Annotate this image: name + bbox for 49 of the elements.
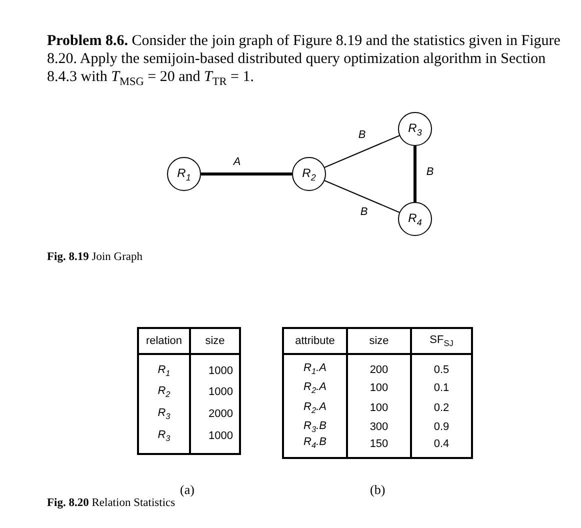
connector-line xyxy=(324,180,400,213)
connector-line xyxy=(324,135,400,168)
node-label: R$_{3}$ xyxy=(408,120,422,138)
node-label: R$_{2}$ xyxy=(302,166,316,182)
figure-caption: Fig. 8.19 Join Graph xyxy=(47,251,143,263)
table-value: 0.2 xyxy=(434,402,450,414)
table-value: 0.9 xyxy=(434,421,450,433)
relation-circle xyxy=(292,157,326,191)
edge-label: B xyxy=(357,129,367,141)
problem-statement: Problem 8.6. Consider the join graph of Figure 8.19 and the statistics given in Figure 8.20. Apply the semijoin-based distributed query optimization algorithm in Section 8.4.3 with T$_{MSG}$ = 20 and T$_{TR}$ = 1. xyxy=(47,32,562,90)
column-header: SF$_{SJ}$ xyxy=(430,334,454,346)
table-value: 0.5 xyxy=(434,364,450,376)
edge-label: B xyxy=(359,206,369,218)
table-value: R$_{4}$.B xyxy=(304,436,326,448)
table-value: R$_{2}$.A xyxy=(304,400,326,413)
table-value: 1000 xyxy=(208,430,233,442)
table-value: 0.4 xyxy=(434,438,450,450)
table-value: 200 xyxy=(370,364,388,376)
column-header: attribute xyxy=(295,335,335,347)
node-label: R$_{4}$ xyxy=(408,210,422,228)
table-value: R$_{3}$.B xyxy=(304,420,326,432)
table-value: 1000 xyxy=(208,365,233,377)
node-label: R$_{1}$ xyxy=(177,166,191,182)
column-header: size xyxy=(369,335,389,347)
table-value: R$_{1}$ xyxy=(158,364,170,376)
relation-circle xyxy=(167,157,201,191)
edge-label: A xyxy=(232,156,242,168)
column-header: relation xyxy=(146,335,182,347)
table-value: 100 xyxy=(370,382,388,394)
table-value: R$_{1}$.A xyxy=(304,362,326,374)
subfigure-label: (a) xyxy=(180,482,194,498)
table-value: 0.1 xyxy=(434,382,450,394)
edge-label: B xyxy=(425,166,435,178)
table-value: 100 xyxy=(370,402,388,414)
table-value: 2000 xyxy=(208,408,233,420)
table-value: R$_{2}$ xyxy=(158,384,170,397)
column-header: size xyxy=(205,335,225,347)
relation-circle xyxy=(398,112,432,146)
table-value: 150 xyxy=(370,438,388,450)
table-value: 300 xyxy=(370,421,388,433)
figure-caption: Fig. 8.20 Relation Statistics xyxy=(47,497,176,509)
relation-circle xyxy=(398,202,432,236)
table-value: R$_{3}$ xyxy=(158,428,170,441)
connector-line xyxy=(201,172,292,176)
connector-line xyxy=(414,146,416,202)
subfigure-label: (b) xyxy=(370,482,386,498)
table-value: 1000 xyxy=(208,386,233,398)
table-value: R$_{3}$ xyxy=(158,406,170,419)
table-value: R$_{2}$.A xyxy=(304,380,326,393)
